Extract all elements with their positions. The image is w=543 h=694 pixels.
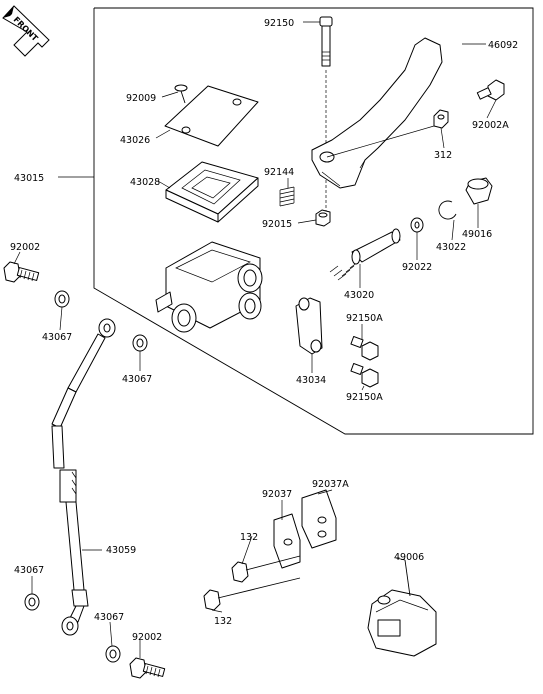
- bolt-92002-left: [3, 261, 40, 283]
- label-92037: 92037: [262, 489, 292, 500]
- nut-92015: [315, 209, 331, 227]
- label-43028: 43028: [130, 177, 160, 188]
- label-92150A-a: 92150A: [346, 313, 383, 324]
- brake-hose-43059: [51, 318, 116, 636]
- spring-92144: [279, 186, 295, 207]
- label-92037A: 92037A: [312, 479, 349, 490]
- nut-312: [326, 109, 449, 158]
- bolt-92002A: [476, 79, 505, 101]
- label-43067-d: 43067: [94, 612, 124, 623]
- front-arrow-icon: FRONT: [2, 5, 50, 57]
- label-43067-a: 43067: [42, 332, 72, 343]
- label-43067-c: 43067: [14, 565, 44, 576]
- screw-92009: [174, 84, 188, 104]
- boot-49016: [465, 177, 493, 205]
- assembly-boundary: [93, 7, 534, 435]
- label-92022: 92022: [402, 262, 432, 273]
- piston-43020: [329, 228, 401, 281]
- label-92009: 92009: [126, 93, 156, 104]
- washer-43067-d: [105, 645, 121, 663]
- washer-92022: [410, 217, 424, 233]
- label-312: 312: [434, 150, 452, 161]
- label-43067-b: 43067: [122, 374, 152, 385]
- clamp-43034: [295, 297, 323, 355]
- bracket-92037A: [301, 489, 337, 549]
- circlip-43022: [438, 200, 457, 220]
- label-43034: 43034: [296, 375, 326, 386]
- part-labels: 92150 46092 92009 92002A 43026 312 43015…: [10, 18, 518, 643]
- label-46092: 46092: [488, 40, 518, 51]
- washer-43067-c: [24, 593, 40, 611]
- bracket-92037: [273, 513, 301, 569]
- lever-46092: [311, 37, 443, 189]
- bolt-92150A-upper: [350, 336, 379, 361]
- label-43059: 43059: [106, 545, 136, 556]
- label-132-a: 132: [240, 532, 258, 543]
- label-92144: 92144: [264, 167, 294, 178]
- label-92002-bottom: 92002: [132, 632, 162, 643]
- cover-43026: [164, 85, 259, 147]
- switch-49006: [367, 559, 437, 657]
- label-43026: 43026: [120, 135, 150, 146]
- label-43022: 43022: [436, 242, 466, 253]
- master-cylinder-body: [155, 241, 263, 333]
- bolt-132-upper: [231, 555, 301, 583]
- bolt-92002-bottom: [129, 657, 166, 679]
- washer-43067-b: [132, 334, 148, 352]
- bolt-132-lower: [203, 577, 301, 611]
- washer-43067-a: [54, 290, 70, 308]
- label-49006: 49006: [394, 552, 424, 563]
- bolt-92150-top: [319, 16, 333, 212]
- label-43020: 43020: [344, 290, 374, 301]
- leader-lines: [13, 21, 497, 658]
- label-92150-top: 92150: [264, 18, 294, 29]
- label-92002-left: 92002: [10, 242, 40, 253]
- bolt-92150A-lower: [350, 363, 379, 388]
- label-92015: 92015: [262, 219, 292, 230]
- label-43015: 43015: [14, 173, 44, 184]
- label-49016: 49016: [462, 229, 492, 240]
- label-132-b: 132: [214, 616, 232, 627]
- label-92002A: 92002A: [472, 120, 509, 131]
- diaphragm-43028: [165, 161, 259, 223]
- label-92150A-b: 92150A: [346, 392, 383, 403]
